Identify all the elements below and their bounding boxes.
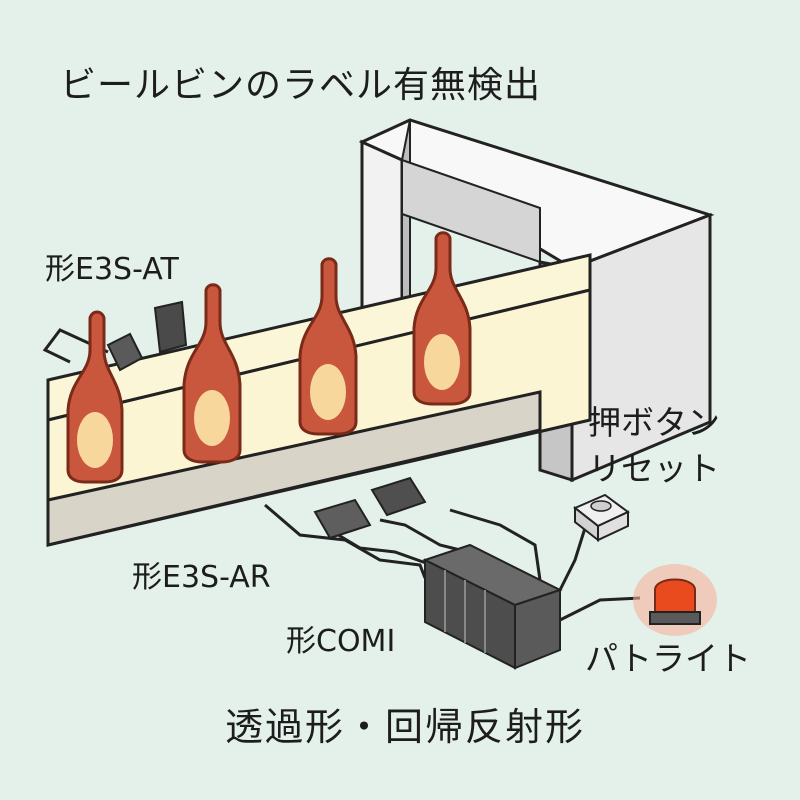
diagram-title: ビールビンのラベル有無検出 (60, 65, 542, 106)
label-push-button-line1: 押ボタン (588, 403, 720, 442)
cables (264, 503, 641, 622)
retroreflective-sensor (313, 476, 427, 540)
bottle-icon (412, 231, 472, 406)
conveyor-lower-rail (46, 390, 542, 547)
sensor-icon (153, 300, 188, 354)
label-patlite: パトライト (585, 639, 751, 678)
patlite-lamp-icon (633, 564, 717, 636)
label-retroreflective-sensor: 形E3S-AR (132, 560, 271, 595)
label-push-button-line2: リセット (588, 449, 720, 488)
sensor-icon (106, 332, 144, 372)
sensor-cable (42, 328, 109, 364)
through-beam-sensor (42, 300, 188, 372)
push-button-icon (573, 493, 630, 543)
diagram-caption: 透過形・回帰反射形 (225, 705, 586, 749)
label-push-button: 押ボタン リセット (588, 400, 720, 492)
gate-lintel-under (401, 158, 541, 264)
label-through-beam-sensor: 形E3S-AT (45, 252, 179, 287)
sensor-icon (370, 476, 427, 517)
bottle-icon (298, 257, 358, 436)
label-controller: 形COMI (286, 624, 396, 659)
bottle-icon (182, 283, 242, 464)
bottle-icon (66, 310, 124, 484)
sensor-icon (313, 498, 372, 540)
controller-icon (422, 543, 563, 670)
